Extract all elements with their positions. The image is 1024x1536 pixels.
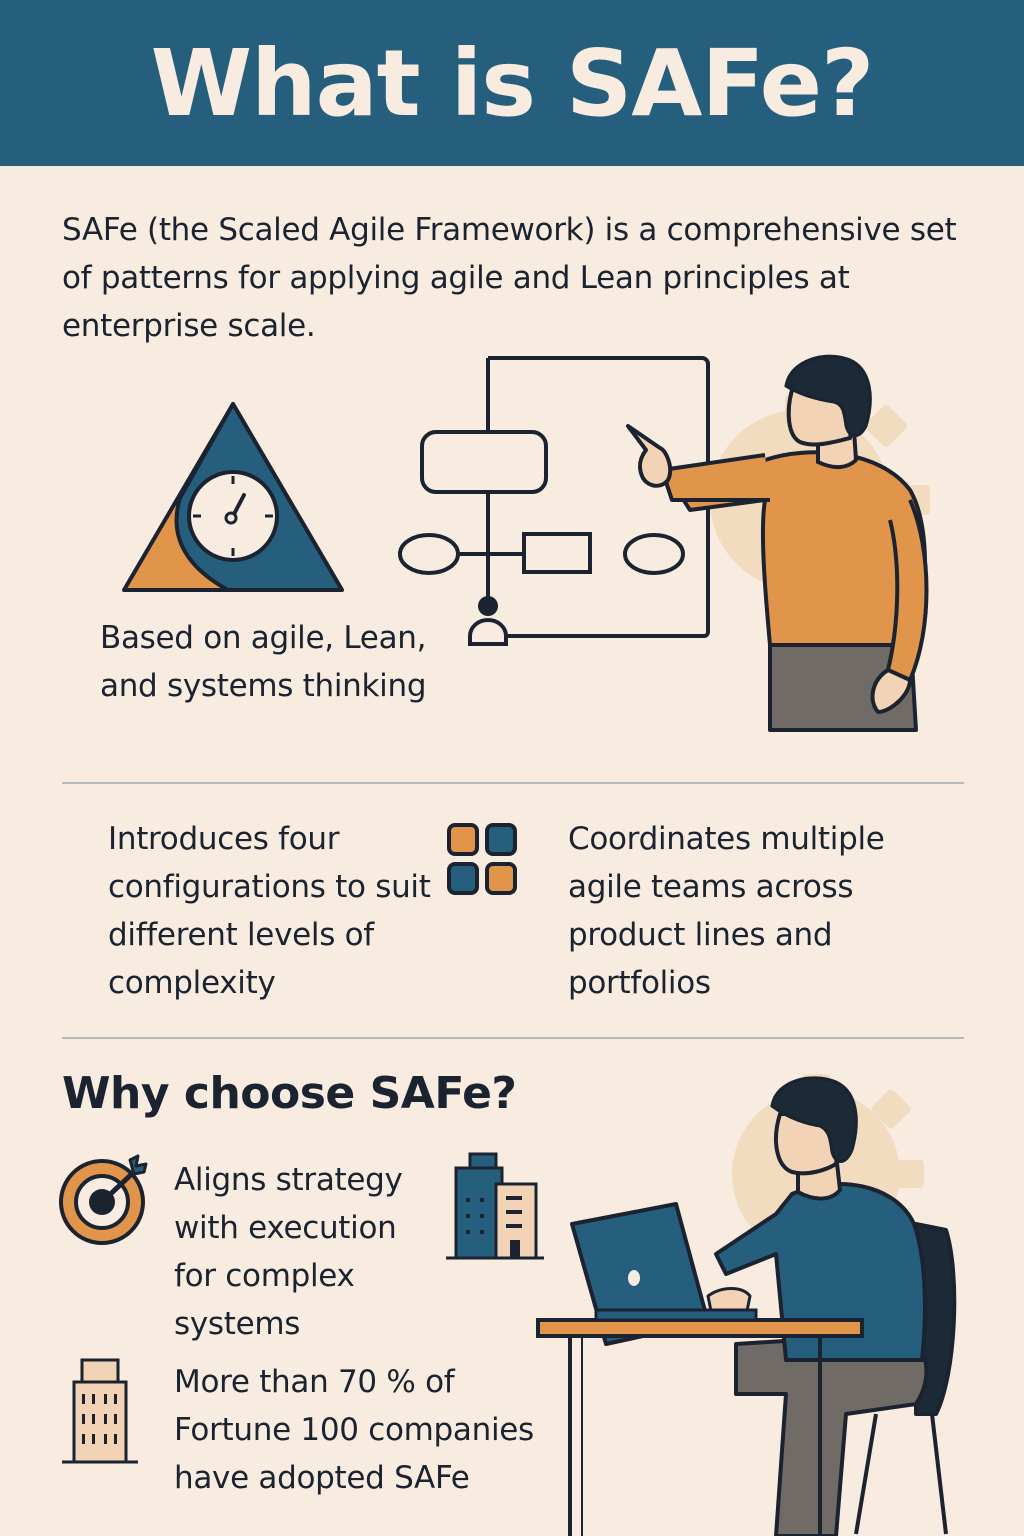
office-tower-icon <box>62 1358 138 1464</box>
page-title: What is SAFe? <box>150 29 875 137</box>
section-divider <box>62 1037 964 1039</box>
feature-based-on-text: Based on agile, Lean, and systems thinki… <box>100 620 427 704</box>
buildings-icon <box>446 1152 544 1260</box>
section-divider <box>62 782 964 784</box>
feature-coordinates-text: Coordinates multiple agile teams across … <box>568 821 885 1001</box>
feature-configurations-text: Introduces four configurations to suit d… <box>108 821 431 1001</box>
laptop-worker-illustration <box>536 1074 957 1536</box>
why-section-title: Why choose SAFe? <box>62 1068 517 1119</box>
target-icon <box>59 1154 148 1245</box>
why-aligns-text: Aligns strategy with execution for compl… <box>174 1162 403 1342</box>
four-squares-icon <box>447 823 517 895</box>
header-banner: What is SAFe? <box>0 0 1024 166</box>
why-fortune-text: More than 70 % of Fortune 100 companies … <box>174 1364 534 1496</box>
org-diagram-icon <box>398 356 710 646</box>
triangle-clock-icon <box>122 402 344 592</box>
intro-text: SAFe (the Scaled Agile Framework) is a c… <box>62 212 957 344</box>
presenter-illustration <box>626 354 930 732</box>
